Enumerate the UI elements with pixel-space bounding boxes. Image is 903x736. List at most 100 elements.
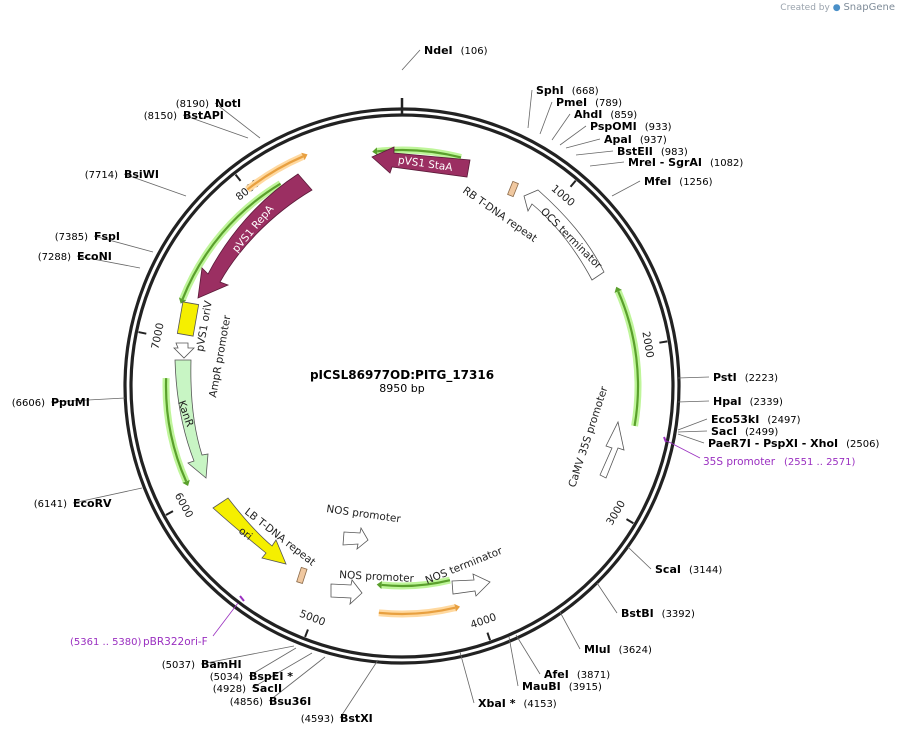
- snapgene-logo-icon: ●: [832, 3, 841, 13]
- site-eco53ki[interactable]: Eco53kI(2497): [711, 413, 801, 426]
- site-mlui[interactable]: MluI(3624): [584, 643, 652, 656]
- site-name: BamHI: [201, 658, 242, 671]
- watermark-brand: SnapGene: [843, 2, 895, 13]
- site-pspomi[interactable]: PspOMI (933): [590, 120, 672, 133]
- site-fspi[interactable]: FspI(7385): [55, 230, 120, 243]
- site-sphi[interactable]: SphI(668): [536, 84, 599, 97]
- site-position: (7288): [38, 252, 71, 263]
- feature-pvs1-oriv[interactable]: [176, 301, 200, 337]
- site-bspei-[interactable]: BspEI *(5034): [210, 670, 294, 683]
- feature-rb-tdna-repeat[interactable]: [507, 180, 519, 198]
- site-ecorv[interactable]: EcoRV(6141): [34, 497, 112, 510]
- feature-nos-promoter-2[interactable]: [330, 579, 363, 606]
- feature-nos-promoter-1[interactable]: [342, 526, 369, 551]
- site-mfei[interactable]: MfeI(1256): [644, 175, 713, 188]
- primer-35s-marker: [663, 436, 667, 443]
- primer-pbr322-range: (5361 .. 5380): [70, 637, 142, 648]
- feature-camv-35s-promoter[interactable]: [599, 420, 625, 479]
- site-mrei-sgrai[interactable]: MreI - SgrAI(1082): [628, 156, 743, 169]
- site-name: Bsu36I: [269, 695, 311, 708]
- site-position: (4928): [213, 684, 246, 695]
- site-leader-line: [251, 652, 313, 689]
- feature-ocs-terminator[interactable]: [523, 189, 605, 281]
- site-leader-line: [50, 397, 126, 403]
- site-leader-line: [182, 114, 249, 139]
- site-psti[interactable]: PstI(2223): [713, 371, 778, 384]
- primer-pbr322-name: pBR322ori-F: [143, 636, 208, 648]
- site-econi[interactable]: EcoNI(7288): [38, 250, 112, 263]
- site-position: (8150): [144, 111, 177, 122]
- site-bsu36i[interactable]: Bsu36I(4856): [230, 695, 311, 708]
- watermark-prefix: Created by: [780, 3, 830, 13]
- site-scai[interactable]: ScaI (3144): [655, 563, 722, 576]
- feature-nos-terminator[interactable]: [451, 573, 491, 597]
- primer-pbr322-marker: [239, 595, 245, 602]
- site-maubi[interactable]: MauBI(3915): [522, 680, 602, 693]
- site-name: AfeI: [544, 668, 569, 681]
- arc-left-green: [181, 182, 282, 300]
- site-hpai[interactable]: HpaI(2339): [713, 395, 783, 408]
- site-position: (937): [640, 135, 667, 146]
- arc-left-green-arrowhead: [178, 297, 187, 304]
- site-position: (2499): [745, 427, 778, 438]
- primer-pbr322-leader: [212, 602, 239, 637]
- site-apai[interactable]: ApaI (937): [604, 133, 667, 146]
- tick-mark-7000: [138, 331, 147, 335]
- site-leader-line: [611, 180, 641, 197]
- site-sacii[interactable]: SacII(4928): [213, 682, 282, 695]
- plasmid-length: 8950 bp: [379, 382, 424, 395]
- site-name: BsiWI: [124, 168, 159, 181]
- feature-ori[interactable]: [212, 497, 287, 565]
- site-name: SphI: [536, 84, 564, 97]
- site-xbai-[interactable]: XbaI *(4153): [478, 697, 557, 710]
- tick-mark-1000: [569, 179, 577, 188]
- site-saci[interactable]: SacI (2499): [711, 425, 778, 438]
- arc-bottom-green: [381, 579, 451, 588]
- feature-lb-tdna-repeat[interactable]: [296, 566, 308, 585]
- site-bamhi[interactable]: BamHI(5037): [162, 658, 242, 671]
- site-leader-line: [677, 400, 710, 403]
- site-leader-line: [401, 49, 421, 71]
- site-ppumi[interactable]: PpuMI(6606): [12, 396, 90, 409]
- site-name: ScaI: [655, 563, 681, 576]
- site-leader-line: [677, 433, 705, 444]
- site-leader-line: [200, 645, 295, 665]
- feature-ampr-promoter-label: AmpR promoter: [207, 314, 233, 399]
- site-paer7i-pspxi-xhoi[interactable]: PaeR7I - PspXI - XhoI(2506): [708, 437, 880, 450]
- site-ahdi[interactable]: AhdI(859): [574, 108, 637, 121]
- feature-kanr[interactable]: [174, 359, 209, 479]
- site-leader-line: [677, 430, 708, 433]
- site-name: PstI: [713, 371, 737, 384]
- site-bstapi[interactable]: BstAPI (8150): [144, 109, 224, 122]
- plasmid-name: pICSL86977OD:PITG_17316: [310, 368, 494, 383]
- site-position: (983): [661, 147, 688, 158]
- feature-nos-promoter-1-label: NOS promoter: [326, 503, 402, 525]
- site-name: BstXI: [340, 712, 373, 725]
- site-name: NotI: [215, 97, 241, 110]
- site-name: ApaI: [604, 133, 632, 146]
- site-leader-line: [93, 235, 154, 253]
- site-position: (3915): [569, 682, 602, 693]
- site-position: (933): [645, 122, 672, 133]
- site-name: SacI: [711, 425, 737, 438]
- site-position: (106): [461, 46, 488, 57]
- site-name: BstAPI: [183, 109, 224, 122]
- site-ndei[interactable]: NdeI(106): [424, 44, 488, 57]
- site-afei[interactable]: AfeI(3871): [544, 668, 610, 681]
- site-bstbi[interactable]: BstBI(3392): [621, 607, 695, 620]
- arc-right-green: [617, 290, 640, 427]
- site-bstxi[interactable]: BstXI(4593): [301, 712, 373, 725]
- site-noti[interactable]: NotI(8190): [176, 97, 241, 110]
- site-name: PspOMI: [590, 120, 637, 133]
- snapgene-watermark: Created by ● SnapGene: [780, 2, 895, 13]
- site-leader-line: [589, 161, 625, 167]
- site-bsteii[interactable]: BstEII(983): [617, 145, 688, 158]
- feature-ampr-promoter[interactable]: [173, 342, 195, 359]
- site-position: (3144): [689, 565, 722, 576]
- feature-pvs1-staa[interactable]: [371, 146, 471, 178]
- feature-pvs1-repa[interactable]: [197, 173, 313, 299]
- site-position: (7714): [85, 170, 118, 181]
- site-pmei[interactable]: PmeI(789): [556, 96, 622, 109]
- site-bsiwi[interactable]: BsiWI (7714): [85, 168, 159, 181]
- arc-lower-left-green-arrowhead: [182, 479, 190, 486]
